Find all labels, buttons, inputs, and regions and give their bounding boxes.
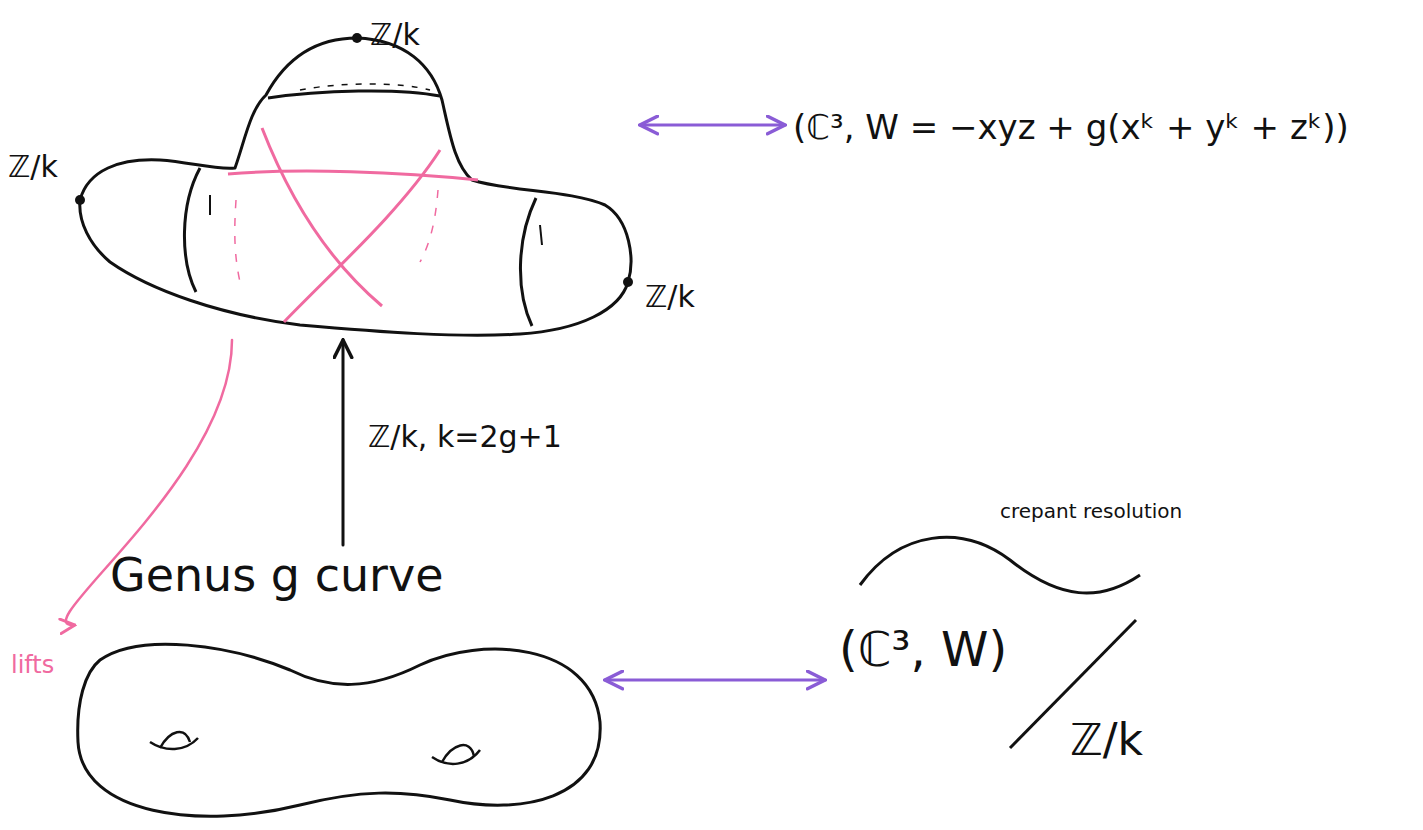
orbifold-point-label: ℤ/k xyxy=(8,150,58,185)
resolution-note: crepant resolution xyxy=(1000,500,1182,523)
quotient-numerator: (ℂ³, W) xyxy=(839,622,1007,677)
connector-arrow xyxy=(605,679,825,682)
orbifold-point-label: ℤ/k xyxy=(645,280,695,315)
connector-arrow xyxy=(640,124,785,127)
potential-formula: (ℂ³, W = −xyz + g(xᵏ + yᵏ + zᵏ)) xyxy=(785,102,1357,154)
connector-arrow xyxy=(342,340,345,545)
orbifold-surface-outline xyxy=(70,10,640,340)
orbifold-point-label: ℤ/k xyxy=(370,18,420,53)
orbifold-surface: ℤ/kℤ/kℤ/k xyxy=(70,10,640,340)
quotient-group: ℤ/k xyxy=(1070,715,1143,766)
edge-label: lifts xyxy=(8,652,57,680)
formula-text: (ℂ³, W = −xyz + g(xᵏ + yᵏ + zᵏ)) xyxy=(793,108,1349,147)
edge-label: ℤ/k, k=2g+1 xyxy=(365,420,565,455)
quotient-orbifold: crepant resolution(ℂ³, W)ℤ/k xyxy=(825,500,1155,790)
genus-curve: Genus g curve xyxy=(75,545,605,825)
curve-heading: Genus g curve xyxy=(110,549,444,602)
